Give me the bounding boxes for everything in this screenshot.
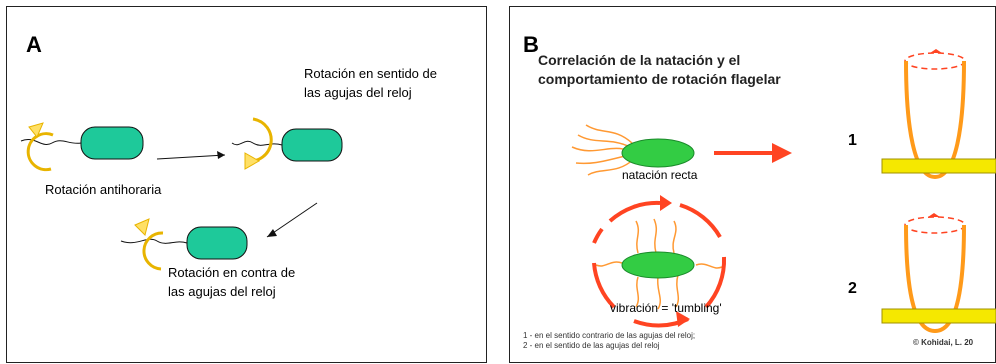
footnote: 1 - en el sentido contrario de las aguja… [523,331,696,350]
straight-motion-arrow-icon [714,143,792,163]
panel-b-title: Correlación de la natación y el comporta… [538,52,781,87]
tumbling-circle-arrows-icon [592,195,727,328]
bacterium-straight-swim [571,124,695,176]
label-straight-swim: natación recta [622,168,698,182]
motor-number-2: 2 [848,280,857,297]
panel-b-drawing [571,49,996,334]
rotation-arrow-ccw-2-icon [134,218,164,271]
label-clockwise-rotation: Rotación en sentido de las agujas del re… [304,66,437,100]
rotation-arrow-ccw-1-icon [26,122,54,172]
transition-arrow-2-icon [266,202,318,238]
panel-a-drawing [20,117,343,271]
label-counterclockwise-rotation: Rotación antihoraria [45,182,162,197]
panel-b: B Correlación de la natación y el compor… [509,6,996,363]
rotation-arrow-cw-icon [244,117,273,170]
flagellar-motor-2 [881,213,996,334]
panel-a: A [6,6,487,363]
panel-b-letter: B [523,32,539,57]
panel-a-letter: A [26,32,42,57]
transition-arrow-1-icon [156,151,226,160]
motor-number-1: 1 [848,132,857,149]
bacterium-tumbling [595,218,723,310]
label-tumbling: vibración = 'tumbling' [610,301,722,315]
credit: © Kohidai, L. 20 [913,338,974,347]
label-counter-clockwise-long: Rotación en contra de las agujas del rel… [168,265,296,299]
flagellar-motor-1 [881,49,996,180]
bacterium-3 [120,226,248,260]
